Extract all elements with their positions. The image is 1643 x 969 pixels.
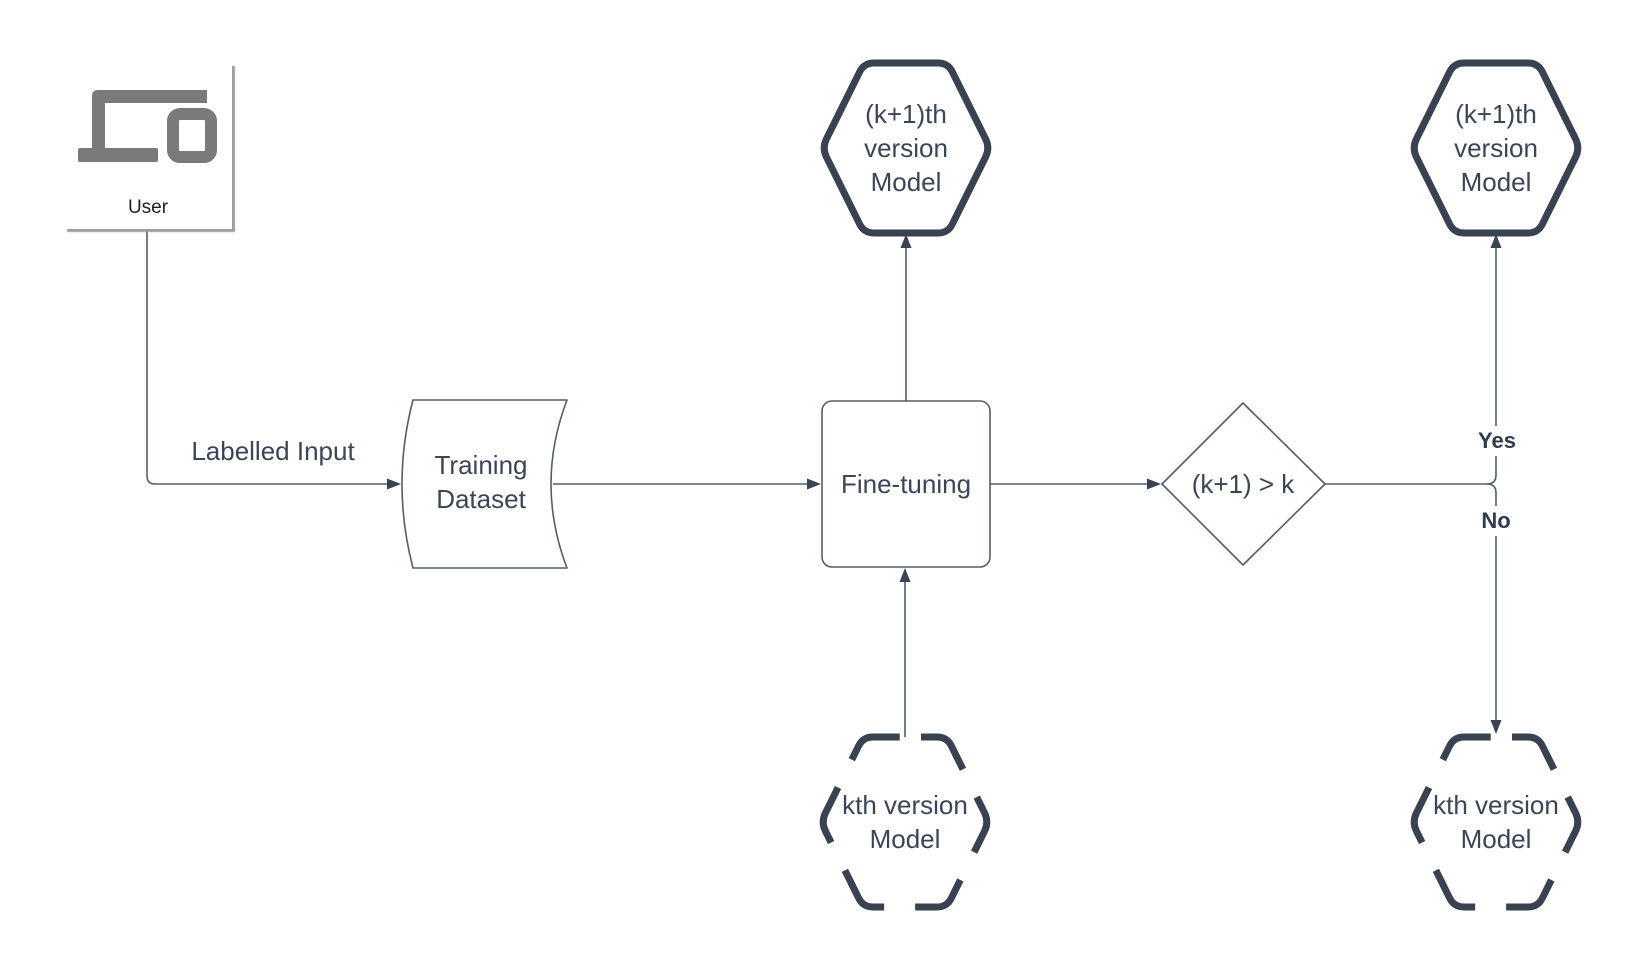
training-dataset-shape <box>401 399 568 569</box>
user-node-label: User <box>127 197 169 218</box>
kmodel-hexagon-right <box>1410 733 1582 911</box>
junction-curve-up <box>1486 474 1497 485</box>
model-hexagon-top <box>820 59 992 237</box>
model-kplus1-right-label: (k+1)th version Model <box>1454 99 1538 197</box>
model-hexagon-right <box>1410 59 1582 237</box>
decision-label: (k+1) > k <box>1191 469 1295 499</box>
edge-user-to-dataset <box>146 229 401 490</box>
model-kplus1-top-label: (k+1)th version Model <box>864 99 948 197</box>
no-branch-label: No <box>1477 506 1515 536</box>
yes-branch-label: Yes <box>1474 426 1520 456</box>
fine-tuning-box <box>821 400 991 568</box>
labelled-input-label: Labelled Input <box>187 436 359 466</box>
laptop-devices-icon <box>78 90 217 163</box>
kmodel-hexagon-center <box>819 733 991 911</box>
training-dataset-label: Training Dataset <box>434 450 528 514</box>
fine-tuning-label: Fine-tuning <box>840 469 972 499</box>
kmodel-center-label: kth version Model <box>842 790 968 854</box>
junction-curve-down <box>1486 483 1497 494</box>
decision-diamond <box>1161 402 1326 566</box>
user-node: User <box>64 63 232 229</box>
kmodel-right-label: kth version Model <box>1433 790 1559 854</box>
